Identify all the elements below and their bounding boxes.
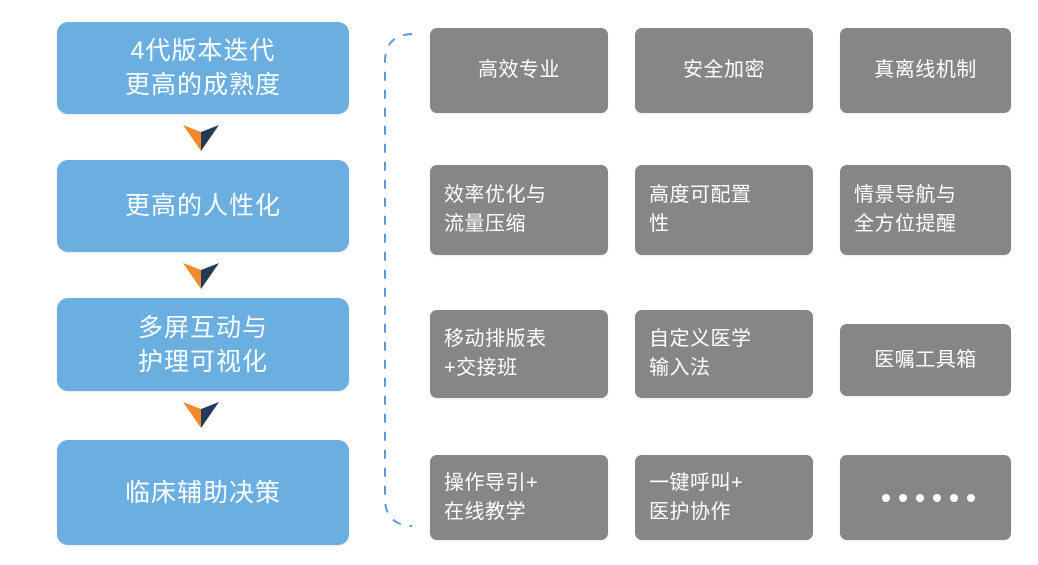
ellipsis-dot <box>967 493 975 502</box>
feature-box-r4c2-label: 一键呼叫+ 医护协作 <box>649 471 744 523</box>
feature-box-r4c1[interactable]: 操作导引+ 在线教学 <box>430 455 608 540</box>
feature-box-r1c3-label: 真离线机制 <box>874 59 977 81</box>
stage-box-4-label: 临床辅助决策 <box>124 478 281 507</box>
feature-box-r1c3[interactable]: 真离线机制 <box>840 28 1011 113</box>
feature-box-r2c1-label: 效率优化与 流量压缩 <box>444 184 547 235</box>
feature-box-r3c3-label: 医嘱工具箱 <box>874 348 977 371</box>
stage-box-3-label: 多屏互动与 护理可视化 <box>137 313 268 376</box>
feature-box-r4c2[interactable]: 一键呼叫+ 医护协作 <box>635 455 813 540</box>
stage-box-1[interactable]: 4代版本迭代 更高的成熟度 <box>57 22 349 114</box>
ellipsis-dot <box>882 493 890 502</box>
ellipsis-dots-icon <box>854 493 997 502</box>
feature-box-r3c2-label: 自定义医学 输入法 <box>649 328 752 379</box>
feature-box-r3c1-label: 移动排版表 +交接班 <box>444 328 547 379</box>
ellipsis-dot <box>933 493 941 502</box>
ellipsis-dot <box>899 493 907 502</box>
stage-box-2-label: 更高的人性化 <box>124 192 281 220</box>
chevron-down-icon-2 <box>181 261 221 289</box>
feature-box-r4c3-ellipsis[interactable] <box>840 455 1011 540</box>
stage-box-3[interactable]: 多屏互动与 护理可视化 <box>57 298 349 391</box>
feature-box-r2c3[interactable]: 情景导航与 全方位提醒 <box>840 165 1011 255</box>
feature-box-r1c1[interactable]: 高效专业 <box>430 28 608 113</box>
ellipsis-dot <box>916 493 924 502</box>
chevron-down-icon-1 <box>181 123 221 151</box>
feature-box-r3c2[interactable]: 自定义医学 输入法 <box>635 310 813 398</box>
stage-box-2[interactable]: 更高的人性化 <box>57 160 349 252</box>
feature-box-r2c3-label: 情景导航与 全方位提醒 <box>854 184 957 235</box>
feature-box-r1c2[interactable]: 安全加密 <box>635 28 813 113</box>
stage-box-4[interactable]: 临床辅助决策 <box>57 440 349 545</box>
dashed-bracket <box>378 30 420 530</box>
feature-box-r1c1-label: 高效专业 <box>478 59 560 81</box>
feature-box-r4c1-label: 操作导引+ 在线教学 <box>444 471 539 523</box>
feature-box-r2c2-label: 高度可配置 性 <box>649 184 752 235</box>
chevron-down-icon-3 <box>181 400 221 428</box>
feature-box-r1c2-label: 安全加密 <box>683 59 765 81</box>
feature-box-r2c2[interactable]: 高度可配置 性 <box>635 165 813 255</box>
feature-box-r3c1[interactable]: 移动排版表 +交接班 <box>430 310 608 398</box>
feature-box-r2c1[interactable]: 效率优化与 流量压缩 <box>430 165 608 255</box>
ellipsis-dot <box>950 493 958 502</box>
feature-box-r3c3[interactable]: 医嘱工具箱 <box>840 324 1011 396</box>
stage-box-1-label: 4代版本迭代 更高的成熟度 <box>124 37 281 99</box>
